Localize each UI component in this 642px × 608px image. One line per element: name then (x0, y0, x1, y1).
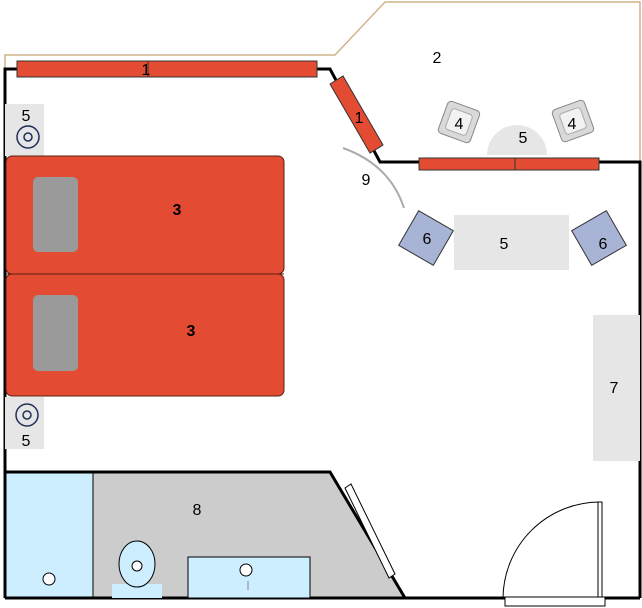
entrance-threshold (504, 596, 606, 607)
label-chair-right: 4 (568, 116, 577, 133)
label-window-diagonal: 1 (355, 110, 364, 127)
sink-counter (187, 556, 311, 599)
lamp-bottom-inner (22, 410, 32, 420)
window-diagonal (329, 75, 384, 154)
label-chair-left: 4 (455, 116, 464, 133)
label-wardrobe: 7 (610, 380, 619, 397)
door-swing-arc (342, 147, 405, 209)
label-terrace: 2 (433, 50, 442, 67)
bathroom-door (344, 483, 396, 579)
terrace-chair-right (551, 99, 595, 143)
lamp-top-inner (23, 132, 33, 142)
lamp-bottom-outer (15, 403, 39, 427)
window-top (16, 60, 318, 78)
armchair-left (397, 209, 455, 267)
label-bathroom: 8 (193, 502, 202, 519)
entrance-door-leaf (597, 501, 603, 599)
armchair-right (570, 209, 628, 267)
terrace-outline (4, 1, 641, 162)
table (454, 215, 569, 270)
nightstand-bottom (5, 397, 44, 449)
label-door-swing: 9 (362, 172, 371, 189)
label-window-top: 1 (142, 62, 151, 79)
label-table: 5 (500, 236, 509, 253)
label-armchair-left: 6 (423, 231, 432, 248)
terrace-table (487, 125, 547, 155)
sink-drain (239, 563, 253, 577)
wardrobe (593, 315, 640, 461)
pillow-top (33, 177, 78, 252)
terrace-chair-left (437, 100, 481, 144)
toilet-drain (131, 560, 143, 572)
entrance-door-swing (502, 501, 601, 599)
label-armchair-right: 6 (599, 236, 608, 253)
label-bed-bottom: 3 (187, 323, 196, 340)
label-nightstand-top: 5 (22, 108, 31, 125)
lamp-top-outer (16, 125, 40, 149)
toilet-tank (112, 584, 162, 598)
label-terrace-table: 5 (519, 130, 528, 147)
pillow-bottom (33, 295, 78, 371)
label-bed-top: 3 (173, 202, 182, 219)
window-right (418, 157, 600, 171)
shower-drain (42, 572, 56, 586)
label-nightstand-bottom: 5 (22, 433, 31, 450)
